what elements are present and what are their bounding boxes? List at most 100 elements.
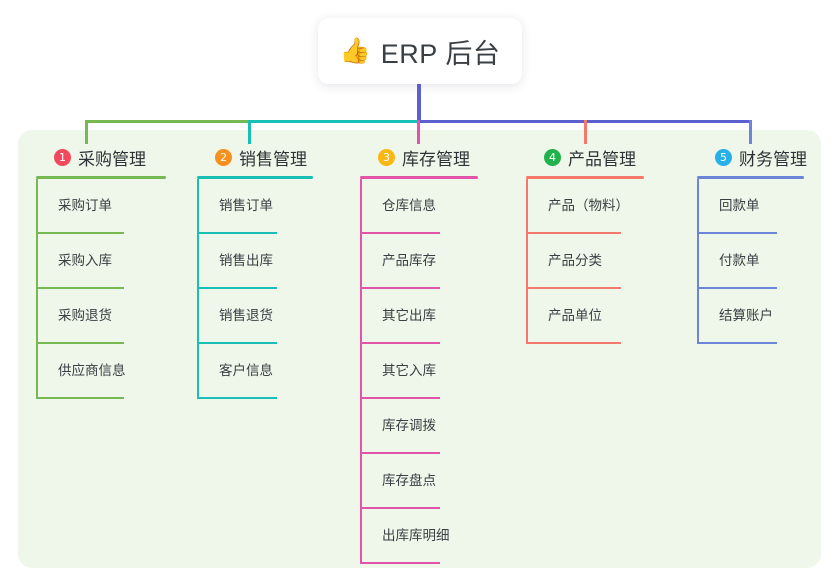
branch-item-spine xyxy=(526,289,528,344)
branch-header-label: 财务管理 xyxy=(739,149,807,169)
branch-item-spine xyxy=(197,289,199,344)
branch-item[interactable]: 其它入库 xyxy=(360,344,478,399)
branch-item-label: 采购订单 xyxy=(58,198,112,213)
branch-item[interactable]: 回款单 xyxy=(697,179,807,234)
branch-item[interactable]: 库存调拨 xyxy=(360,399,478,454)
branch-item[interactable]: 采购入库 xyxy=(36,234,166,289)
branch-item-list: 产品（物料）产品分类产品单位 xyxy=(526,179,644,344)
branch-header-产品管理[interactable]: 4 产品管理 xyxy=(526,144,644,170)
branch-item-list: 仓库信息产品库存其它出库其它入库库存调拨库存盘点出库库明细 xyxy=(360,179,478,564)
drop-line-col-4 xyxy=(584,120,587,144)
branch-item-spine xyxy=(36,289,38,344)
content-panel xyxy=(18,130,821,568)
branch-item-label: 销售订单 xyxy=(219,198,273,213)
branch-item[interactable]: 产品库存 xyxy=(360,234,478,289)
branch-item-rule xyxy=(197,342,277,344)
branch-item-label: 供应商信息 xyxy=(58,363,126,378)
branch-item-label: 客户信息 xyxy=(219,363,273,378)
branch-item-rule xyxy=(697,232,777,234)
branch-item[interactable]: 库存盘点 xyxy=(360,454,478,509)
branch-item[interactable]: 客户信息 xyxy=(197,344,313,399)
branch-item-label: 仓库信息 xyxy=(382,198,436,213)
branch-item-rule xyxy=(36,342,124,344)
branch-number-badge: 4 xyxy=(544,148,561,166)
bus-segment-1 xyxy=(85,120,251,123)
branch-item-list: 采购订单采购入库采购退货供应商信息 xyxy=(36,179,166,399)
branch-item-spine xyxy=(697,179,699,234)
branch-item[interactable]: 结算账户 xyxy=(697,289,807,344)
drop-line-col-5 xyxy=(749,120,752,144)
branch-item-rule xyxy=(526,342,621,344)
branch-item-rule xyxy=(360,287,440,289)
branch-item-rule xyxy=(360,342,440,344)
drop-line-col-3 xyxy=(417,120,420,144)
branch-item-label: 产品单位 xyxy=(548,308,602,323)
branch-item-rule xyxy=(697,342,777,344)
thumbs-up-icon: 👍 xyxy=(339,36,371,65)
branch-item[interactable]: 供应商信息 xyxy=(36,344,166,399)
branch-item-label: 销售退货 xyxy=(219,308,273,323)
branch-item-spine xyxy=(360,509,362,564)
branch-item-spine xyxy=(36,344,38,399)
branch-item[interactable]: 付款单 xyxy=(697,234,807,289)
branch-item-spine xyxy=(697,289,699,344)
branch-item-spine xyxy=(197,179,199,234)
branch-item-spine xyxy=(697,234,699,289)
trunk-line xyxy=(417,84,421,123)
root-node-erp-backend[interactable]: 👍 ERP 后台 xyxy=(318,18,522,84)
branch-item-spine xyxy=(360,289,362,344)
branch-item-rule xyxy=(526,287,621,289)
branch-item-rule xyxy=(697,287,777,289)
branch-item-label: 采购退货 xyxy=(58,308,112,323)
branch-header-label: 库存管理 xyxy=(402,149,470,169)
branch-item-rule xyxy=(360,562,440,564)
branch-item[interactable]: 采购退货 xyxy=(36,289,166,344)
drop-line-col-2 xyxy=(248,120,251,144)
branch-item-spine xyxy=(526,234,528,289)
branch-item-spine xyxy=(360,344,362,399)
branch-item-spine xyxy=(197,344,199,399)
root-node-label: ERP 后台 xyxy=(380,38,501,69)
branch-item[interactable]: 销售出库 xyxy=(197,234,313,289)
branch-header-rule xyxy=(697,176,804,179)
bus-segment-4 xyxy=(584,120,752,123)
branch-item-list: 回款单付款单结算账户 xyxy=(697,179,807,344)
branch-header-rule xyxy=(197,176,313,179)
branch-item-label: 产品库存 xyxy=(382,253,436,268)
branch-item-label: 其它出库 xyxy=(382,308,436,323)
branch-item-spine xyxy=(36,234,38,289)
branch-item-rule xyxy=(197,397,277,399)
branch-item-rule xyxy=(197,232,277,234)
branch-number-badge: 2 xyxy=(215,148,232,166)
branch-header-财务管理[interactable]: 5 财务管理 xyxy=(697,144,807,170)
branch-header-label: 采购管理 xyxy=(78,149,146,169)
branch-item-label: 付款单 xyxy=(719,253,760,268)
branch-item[interactable]: 销售订单 xyxy=(197,179,313,234)
branch-item[interactable]: 销售退货 xyxy=(197,289,313,344)
branch-item[interactable]: 仓库信息 xyxy=(360,179,478,234)
branch-item-label: 销售出库 xyxy=(219,253,273,268)
branch-item-label: 回款单 xyxy=(719,198,760,213)
branch-item-label: 其它入库 xyxy=(382,363,436,378)
branch-header-label: 产品管理 xyxy=(568,149,636,169)
branch-item[interactable]: 产品（物料） xyxy=(526,179,644,234)
branch-column-5: 5 财务管理回款单付款单结算账户 xyxy=(697,144,807,344)
branch-item-spine xyxy=(197,234,199,289)
branch-item-label: 采购入库 xyxy=(58,253,112,268)
branch-item[interactable]: 出库库明细 xyxy=(360,509,478,564)
branch-item-spine xyxy=(360,179,362,234)
branch-item-spine xyxy=(526,179,528,234)
branch-item[interactable]: 采购订单 xyxy=(36,179,166,234)
branch-item[interactable]: 产品单位 xyxy=(526,289,644,344)
branch-number-badge: 5 xyxy=(715,148,732,166)
branch-column-4: 4 产品管理产品（物料）产品分类产品单位 xyxy=(526,144,644,344)
branch-item[interactable]: 产品分类 xyxy=(526,234,644,289)
branch-item[interactable]: 其它出库 xyxy=(360,289,478,344)
